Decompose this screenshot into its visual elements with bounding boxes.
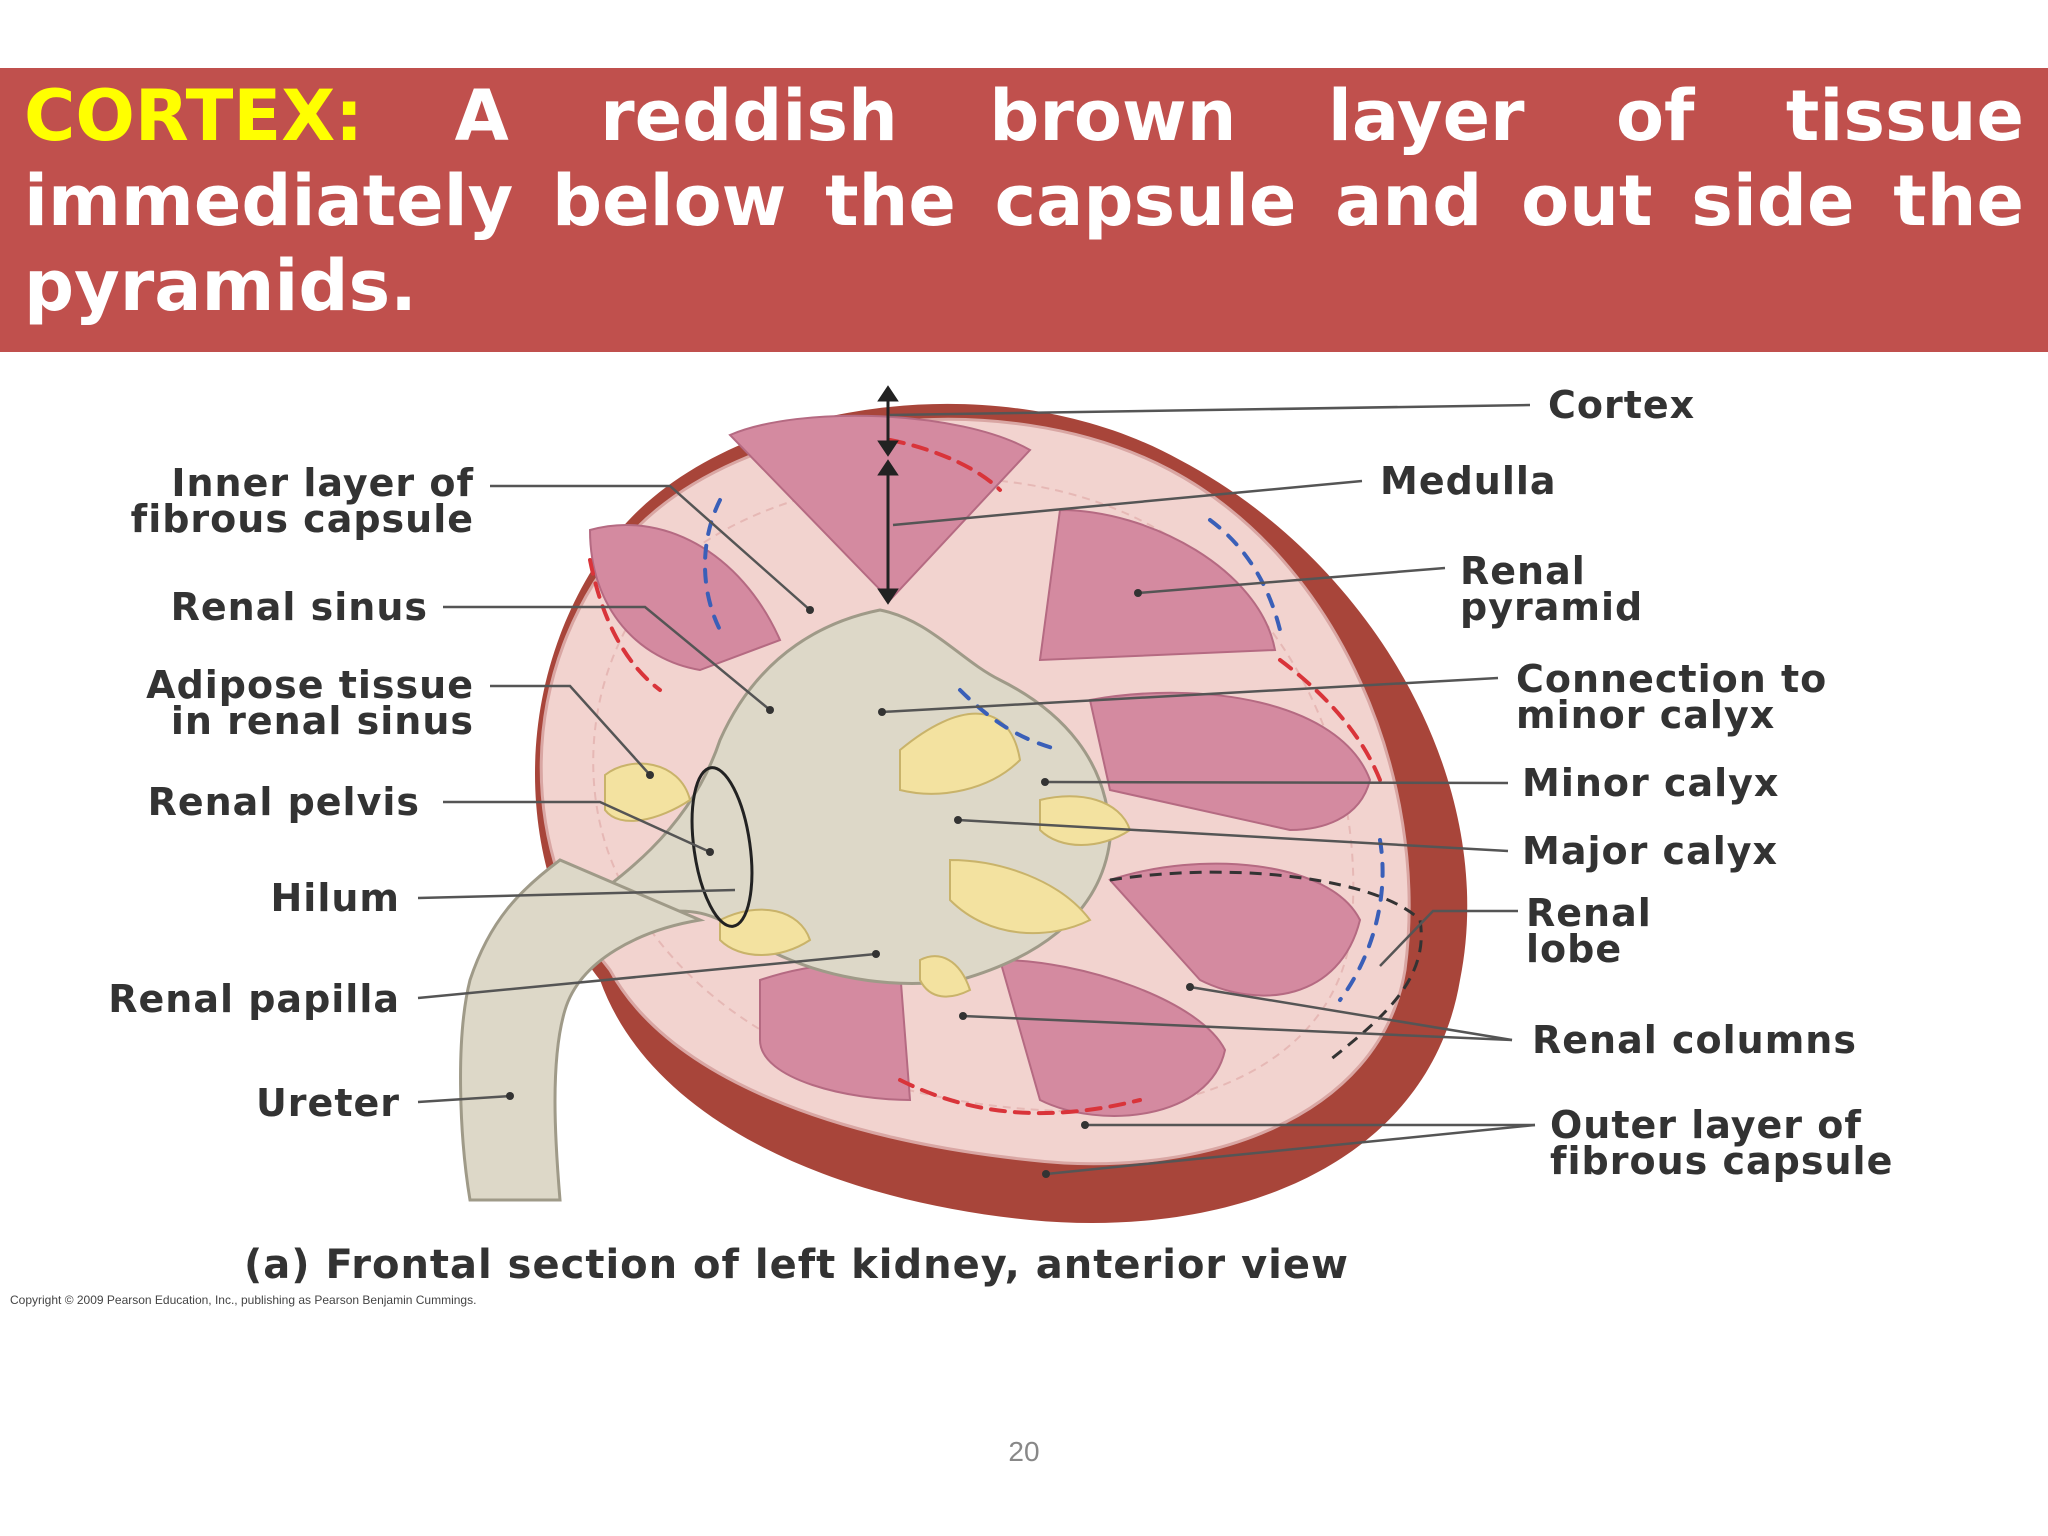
leader-renal-lobe bbox=[1379, 909, 1518, 967]
fat-4 bbox=[949, 858, 1092, 935]
definition-text: A reddish brown layer of tissue immediat… bbox=[24, 75, 2024, 327]
leader-minor-calyx bbox=[1044, 780, 1509, 785]
label-cortex: Cortex bbox=[1548, 383, 1696, 427]
label-renal-columns: Renal columns bbox=[1532, 1018, 1857, 1062]
label-adipose-tissue-in-renal-sinus: Adipose tissue in renal sinus bbox=[146, 663, 474, 743]
label-renal-lobe: Renal lobe bbox=[1526, 891, 1652, 971]
artery-3 bbox=[1278, 658, 1382, 782]
label-renal-pelvis: Renal pelvis bbox=[147, 780, 420, 824]
renal-lobe-outline bbox=[1109, 870, 1423, 1062]
vein-4 bbox=[958, 688, 1062, 752]
leader-inner-layer bbox=[490, 484, 811, 611]
pyramid-5 bbox=[998, 958, 1227, 1117]
label-renal-sinus: Renal sinus bbox=[170, 585, 428, 629]
artery-4 bbox=[898, 1078, 1142, 1116]
leader-renal-sinus bbox=[443, 605, 771, 711]
thickness-arrows bbox=[877, 385, 899, 605]
renal-pyramids bbox=[588, 414, 1372, 1117]
label-renal-pyramid: Renal pyramid bbox=[1460, 549, 1644, 629]
cortex-keyword: CORTEX: bbox=[24, 75, 364, 157]
fat-2 bbox=[899, 712, 1022, 795]
label-inner-layer-of-fibrous-capsule: Inner layer of fibrous capsule bbox=[130, 461, 474, 541]
label-ureter: Ureter bbox=[255, 1081, 400, 1125]
leader-dots bbox=[506, 589, 1194, 1178]
vein-2 bbox=[1208, 518, 1282, 632]
leader-renal-columns-b bbox=[962, 1014, 1513, 1042]
leader-cortex bbox=[889, 403, 1531, 417]
pyramid-3 bbox=[1088, 691, 1372, 832]
leader-ureter bbox=[417, 1094, 511, 1104]
leader-major-calyx bbox=[957, 818, 1509, 853]
leader-renal-papilla bbox=[417, 952, 877, 1000]
hilum-marker bbox=[690, 766, 754, 928]
leader-medulla bbox=[892, 479, 1363, 527]
pyramid-1 bbox=[728, 414, 1032, 602]
blood-vessels bbox=[588, 438, 1385, 1116]
leader-renal-pyramid bbox=[1137, 566, 1446, 595]
leader-connection-minor-calyx bbox=[881, 676, 1499, 714]
cortex-inner-boundary bbox=[592, 476, 1355, 1112]
label-renal-papilla: Renal papilla bbox=[108, 977, 400, 1021]
leader-lines bbox=[417, 403, 1536, 1176]
pyramid-7 bbox=[588, 523, 782, 672]
leader-outer-capsule-b bbox=[1045, 1123, 1536, 1176]
label-outer-layer-of-fibrous-capsule: Outer layer of fibrous capsule bbox=[1550, 1103, 1894, 1183]
label-minor-calyx: Minor calyx bbox=[1522, 761, 1780, 805]
leader-adipose bbox=[490, 684, 651, 776]
label-hilum: Hilum bbox=[270, 876, 400, 920]
artery-1 bbox=[588, 558, 662, 692]
leader-hilum bbox=[417, 888, 736, 900]
label-major-calyx: Major calyx bbox=[1522, 829, 1779, 873]
figure-caption: (a) Frontal section of left kidney, ante… bbox=[244, 1242, 1349, 1288]
title-banner: CORTEX: A reddish brown layer of tissue … bbox=[0, 68, 2048, 352]
cortex-definition: CORTEX: A reddish brown layer of tissue … bbox=[24, 74, 2024, 329]
label-connection-to-minor-calyx: Connection to minor calyx bbox=[1516, 657, 1828, 737]
copyright-notice: Copyright © 2009 Pearson Education, Inc.… bbox=[10, 1293, 477, 1307]
pyramid-2 bbox=[1038, 508, 1277, 662]
fat-1 bbox=[604, 762, 692, 822]
vein-3 bbox=[1338, 838, 1385, 1002]
leader-renal-pelvis bbox=[443, 800, 711, 854]
pyramid-4 bbox=[1108, 862, 1362, 997]
ureter-shape bbox=[459, 858, 706, 1202]
page-number: 20 bbox=[1008, 1436, 1040, 1467]
adipose-tissue bbox=[604, 712, 1132, 998]
label-medulla: Medulla bbox=[1380, 459, 1557, 503]
kidney-diagram bbox=[417, 385, 1536, 1223]
fat-6 bbox=[919, 955, 972, 998]
leader-renal-columns-a bbox=[1189, 985, 1513, 1042]
vein-1 bbox=[703, 498, 722, 632]
